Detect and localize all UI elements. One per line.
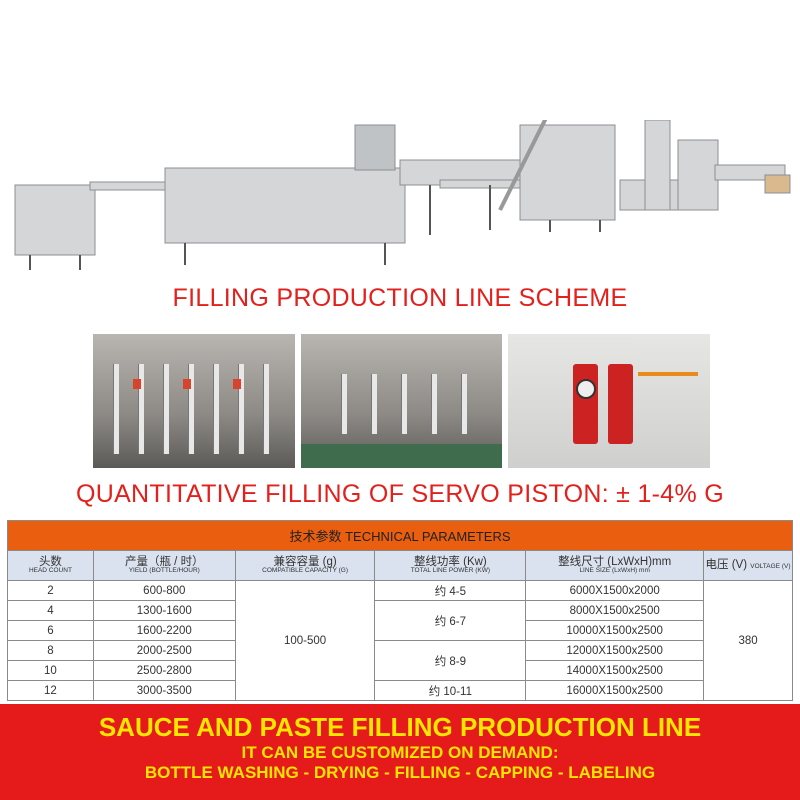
banner-line2: BOTTLE WASHING - DRYING - FILLING - CAPP… xyxy=(144,763,656,782)
air-filter-photo xyxy=(508,334,710,468)
scheme-title: FILLING PRODUCTION LINE SCHEME xyxy=(172,284,628,312)
filling-heads-photo xyxy=(93,334,295,468)
banner-line1: IT CAN BE CUSTOMIZED ON DEMAND: xyxy=(241,743,559,762)
piston-filler-photo xyxy=(301,334,502,468)
piston-title: QUANTITATIVE FILLING OF SERVO PISTON: ± … xyxy=(75,480,725,508)
footer-banner: SAUCE AND PASTE FILLING PRODUCTION LINE … xyxy=(0,704,800,800)
table-title: 技术参数 TECHNICAL PARAMETERS xyxy=(7,520,793,551)
banner-title: SAUCE AND PASTE FILLING PRODUCTION LINE xyxy=(98,712,702,742)
production-line-illustration xyxy=(14,120,791,270)
